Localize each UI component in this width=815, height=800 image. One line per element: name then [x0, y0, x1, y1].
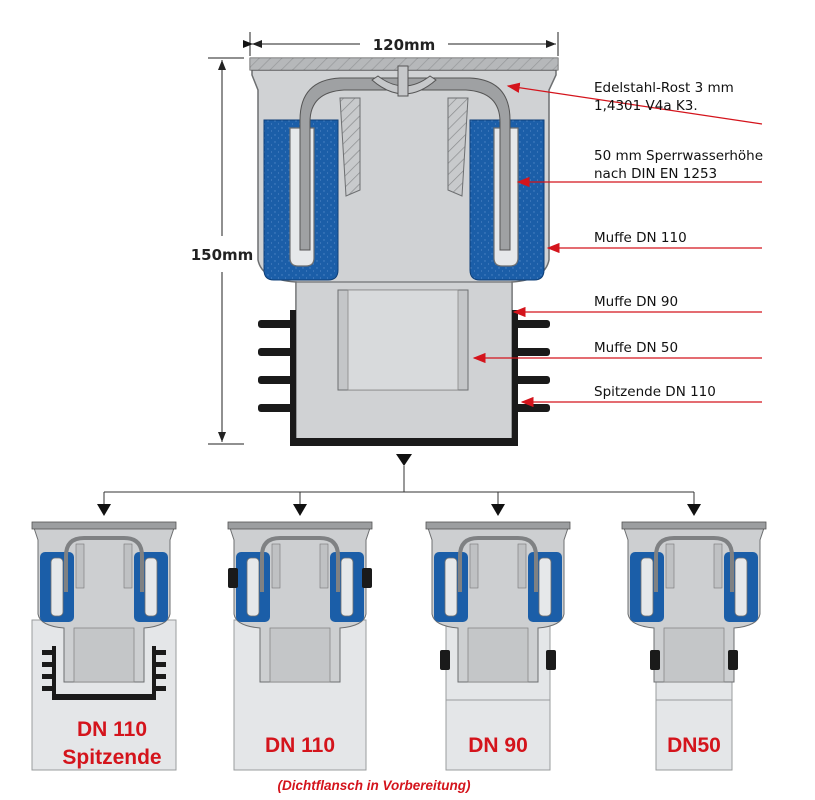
- dimension-width: 120mm: [243, 32, 559, 56]
- inner-tube-right: [447, 97, 469, 197]
- seal-right: [728, 650, 738, 670]
- callout-dn90-label: Muffe DN 90: [594, 294, 678, 310]
- callout-grate-line1: Edelstahl-Rost 3 mm: [594, 80, 734, 96]
- callout-dn110-label: Muffe DN 110: [594, 230, 687, 246]
- seal-left: [650, 650, 660, 670]
- width-label: 120mm: [373, 36, 436, 54]
- callout-water-line2: nach DIN EN 1253: [594, 166, 717, 182]
- callout-dn50-label: Muffe DN 50: [594, 340, 678, 356]
- grate: [621, 521, 767, 530]
- callout-grate-line2: 1,4301 V4a K3.: [594, 98, 698, 114]
- variant-4-drawing: [621, 521, 767, 771]
- seal-fins-right: [514, 320, 550, 412]
- bell: [654, 536, 734, 592]
- callout-spigot: Spitzende DN 110: [520, 384, 762, 408]
- bell: [260, 536, 340, 592]
- variant-2-label: DN 110: [265, 734, 335, 757]
- seal-right: [546, 650, 556, 670]
- pipe: [233, 619, 367, 771]
- callouts: Edelstahl-Rost 3 mm 1,4301 V4a K3. 50 mm…: [472, 80, 763, 408]
- variant-1-label-line2: Spitzende: [62, 746, 161, 769]
- variant-3-label: DN 90: [468, 734, 528, 757]
- variant-drawings: [31, 521, 767, 771]
- grate: [31, 521, 177, 530]
- callout-spigot-label: Spitzende DN 110: [594, 384, 716, 400]
- dimension-height: 150mm: [191, 57, 254, 445]
- variant-3-drawing: [425, 521, 571, 771]
- height-label: 150mm: [191, 246, 254, 264]
- variant-1-label-line1: DN 110: [77, 718, 147, 741]
- inner-tube-left: [339, 97, 361, 197]
- odour-trap-bell: [299, 77, 511, 251]
- variant-4-label: DN50: [667, 734, 721, 757]
- grate: [425, 521, 571, 530]
- grate: [227, 521, 373, 530]
- callout-dn50-sleeve: Muffe DN 50: [472, 340, 762, 364]
- callout-water-seal: 50 mm Sperrwasserhöhe nach DIN EN 1253: [516, 148, 763, 188]
- callout-dn90-sleeve: Muffe DN 90: [512, 294, 762, 318]
- variant-2-drawing: [227, 521, 373, 771]
- callout-grate: Edelstahl-Rost 3 mm 1,4301 V4a K3.: [506, 80, 763, 125]
- seal-right: [362, 568, 372, 588]
- bell: [458, 536, 538, 592]
- variant-labels: DN 110 Spitzende DN 110 DN 90 DN50: [62, 718, 720, 769]
- variant-1-drawing: [31, 521, 177, 771]
- distribution-arrows: [97, 454, 701, 516]
- bell: [64, 536, 144, 592]
- callout-water-line1: 50 mm Sperrwasserhöhe: [594, 148, 763, 164]
- seal-left: [228, 568, 238, 588]
- centre-knob: [371, 75, 437, 95]
- spigot: [52, 646, 156, 700]
- callout-dn110-sleeve: Muffe DN 110: [546, 230, 762, 254]
- footnote: (Dichtflansch in Vorbereitung): [277, 778, 471, 793]
- seal-left: [440, 650, 450, 670]
- sleeve-dn50: [347, 289, 459, 391]
- seal-fins-left: [258, 320, 294, 412]
- main-section: [249, 57, 559, 446]
